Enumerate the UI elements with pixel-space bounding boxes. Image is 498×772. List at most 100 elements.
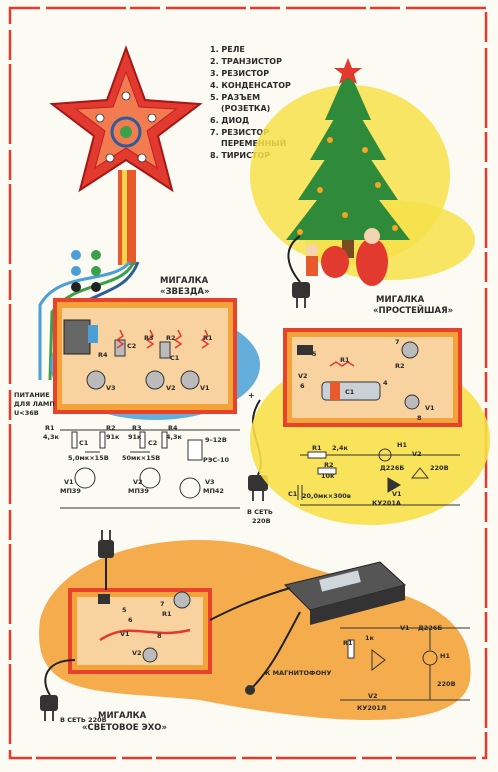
simple-board-labels: 5 R1 V2 6 C1 4 7 R2 V1 8 [298, 338, 435, 422]
svg-text:4,3к: 4,3к [43, 433, 60, 441]
svg-text:R2: R2 [106, 424, 116, 432]
svg-text:R1: R1 [312, 444, 322, 452]
component-legend: 1. РЕЛЕ 2. ТРАНЗИСТОР 3. РЕЗИСТОР 4. КОН… [210, 45, 291, 160]
simple-schematic-labels: R1 2,4к R2 10к C1 20,0мк×300в H1 Д226Б V… [288, 441, 449, 507]
svg-text:РЭС-10: РЭС-10 [203, 456, 230, 464]
svg-text:5: 5 [122, 606, 127, 614]
label-c2: C2 [127, 342, 136, 350]
zvezda-components [86, 339, 200, 390]
svg-text:V2: V2 [368, 692, 378, 700]
simple-title: МИГАЛКА [376, 295, 425, 305]
echo-schematic [340, 627, 470, 701]
santa-figure [356, 238, 388, 286]
svg-text:R1: R1 [203, 334, 213, 342]
echo-plug-mains [40, 659, 76, 721]
svg-text:4: 4 [383, 379, 388, 387]
svg-text:2,4к: 2,4к [332, 444, 349, 452]
svg-text:V1: V1 [120, 630, 130, 638]
svg-text:МП39: МП39 [128, 487, 149, 495]
zvezda-subtitle: «ЗВЕЗДА» [160, 287, 210, 297]
christmas-tree [250, 58, 475, 286]
legend-item: 3. РЕЗИСТОР [210, 69, 269, 78]
svg-text:V2: V2 [166, 384, 176, 392]
svg-text:220В: 220В [437, 680, 456, 688]
svg-text:7: 7 [160, 600, 165, 608]
legend-item: (РОЗЕТКА) [221, 104, 270, 113]
svg-text:C1: C1 [345, 388, 355, 396]
echo-mains-label: В СЕТЬ 220В [60, 716, 107, 724]
svg-text:V1: V1 [400, 624, 410, 632]
tree-star [334, 58, 362, 84]
svg-text:U<36В: U<36В [14, 409, 39, 417]
svg-text:КУ201А: КУ201А [372, 499, 401, 507]
simple-board [250, 328, 490, 525]
svg-text:R1: R1 [45, 424, 55, 432]
svg-text:C1: C1 [288, 490, 298, 498]
svg-text:V1: V1 [392, 490, 402, 498]
svg-text:9–12В: 9–12В [205, 436, 227, 444]
zvezda-schematic-labels: R1 4,3к C1 R2 91к R3 91к C2 R4 4,3к 9–12… [43, 424, 230, 495]
zvezda-mains-label: В СЕТЬ [247, 508, 273, 516]
svg-text:R2: R2 [395, 362, 405, 370]
svg-text:V2: V2 [132, 649, 142, 657]
to-recorder-label: К МАГНИТОФОНУ [265, 669, 331, 677]
svg-text:V2: V2 [298, 372, 308, 380]
svg-text:5,0мк×15В: 5,0мк×15В [68, 454, 109, 462]
echo-subtitle: «СВЕТОВОЕ ЭХО» [82, 723, 167, 733]
echo-plug-top [98, 530, 114, 590]
svg-text:7: 7 [395, 338, 400, 346]
tape-recorder [209, 561, 407, 695]
svg-text:V1: V1 [200, 384, 210, 392]
svg-text:+: + [248, 391, 255, 400]
svg-text:R1: R1 [343, 639, 353, 647]
svg-text:91к: 91к [106, 433, 120, 441]
zvezda-title: МИГАЛКА [160, 276, 209, 286]
svg-text:20,0мк×300в: 20,0мк×300в [302, 492, 351, 500]
power-note: ПИТАНИЕ ДЛЯ ЛАМП U<36В [14, 391, 55, 417]
svg-text:R1: R1 [162, 610, 172, 618]
zvezda-board: R4 C2 R3 R2 C1 R1 V3 V2 V1 [50, 298, 260, 420]
svg-text:C1: C1 [79, 439, 89, 447]
svg-text:10к: 10к [321, 472, 335, 480]
star-ornament [49, 45, 203, 265]
star-lamps [95, 91, 157, 163]
svg-text:V1: V1 [64, 478, 74, 486]
svg-text:МП39: МП39 [60, 487, 81, 495]
svg-text:V3: V3 [106, 384, 116, 392]
svg-text:R3: R3 [144, 334, 154, 342]
svg-text:V1: V1 [425, 404, 435, 412]
echo-potentiometer [173, 591, 191, 609]
svg-text:50мк×15В: 50мк×15В [122, 454, 160, 462]
svg-text:4,3к: 4,3к [166, 433, 183, 441]
legend-item: 1. РЕЛЕ [210, 45, 245, 54]
legend-item: 7. РЕЗИСТОР [210, 128, 269, 137]
svg-text:5: 5 [312, 350, 317, 358]
svg-text:6: 6 [300, 382, 305, 390]
echo-schematic-labels: R1 1к V1 Д226Б H1 220В V2 КУ201Л [343, 624, 456, 712]
simple-subtitle: «ПРОСТЕЙШАЯ» [373, 304, 453, 316]
svg-text:ДЛЯ ЛАМП: ДЛЯ ЛАМП [14, 400, 55, 408]
svg-text:8: 8 [417, 414, 422, 422]
legend-item: 2. ТРАНЗИСТОР [210, 57, 282, 66]
svg-text:1к: 1к [365, 634, 375, 642]
svg-text:H1: H1 [440, 652, 450, 660]
svg-text:Д226Б: Д226Б [380, 464, 404, 472]
svg-text:C2: C2 [148, 439, 157, 447]
svg-text:ПИТАНИЕ: ПИТАНИЕ [14, 391, 50, 399]
svg-text:R1: R1 [340, 356, 350, 364]
svg-text:R3: R3 [132, 424, 142, 432]
simple-schematic [297, 448, 460, 506]
tree-plug [287, 235, 310, 308]
svg-text:МП42: МП42 [203, 487, 224, 495]
legend-item: 5. РАЗЪЕМ [210, 93, 260, 102]
relay-component [63, 319, 91, 355]
label-c1: C1 [170, 354, 180, 362]
svg-text:220В: 220В [252, 517, 271, 525]
label-r4: R4 [98, 351, 108, 359]
svg-text:V3: V3 [205, 478, 215, 486]
echo-labels: 5 6 V1 7 R1 8 V2 [120, 600, 172, 657]
svg-text:H1: H1 [397, 441, 407, 449]
svg-text:R2: R2 [324, 461, 334, 469]
